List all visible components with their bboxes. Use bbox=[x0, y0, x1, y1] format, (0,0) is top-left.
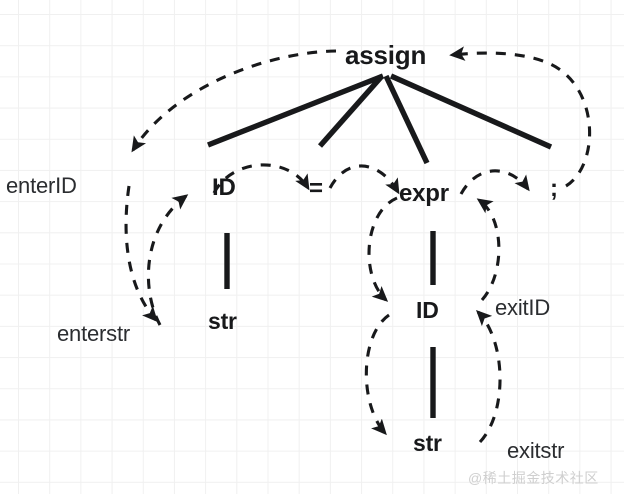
walk-arrow-enterID-to-enterstr bbox=[124, 185, 158, 323]
tree-edge-assign-id bbox=[207, 73, 384, 148]
walk-arrow-ID-to-equals bbox=[212, 163, 310, 194]
walk-arrow-equals-to-expr bbox=[328, 164, 400, 195]
walk-arrow-ID2-to-str2 bbox=[364, 313, 390, 436]
tree-edge-assign-equals bbox=[317, 74, 385, 148]
node-semicolon: ; bbox=[550, 175, 558, 202]
watermark: @稀土掘金技术社区 bbox=[468, 470, 599, 486]
node-assign: assign bbox=[345, 40, 427, 70]
walk-arrow-semicolon-to-assign bbox=[449, 46, 592, 188]
tree-edges bbox=[207, 73, 553, 418]
walk-arrow-expr-to-ID2 bbox=[367, 196, 398, 302]
walk-arrow-exitID-to-expr bbox=[476, 198, 501, 302]
tree-edge-assign-semicolon bbox=[389, 73, 553, 150]
walk-arrow-assign-to-enterID bbox=[131, 49, 337, 153]
node-equals: = bbox=[309, 175, 323, 202]
node-id-left: ID bbox=[212, 174, 236, 201]
walk-arrows bbox=[124, 46, 592, 444]
walk-arrow-expr-to-semicolon bbox=[459, 169, 530, 195]
event-label-enterstr: enterstr bbox=[57, 321, 130, 346]
event-label-exitid: exitID bbox=[495, 295, 551, 320]
tree-edge-assign-expr bbox=[383, 74, 430, 165]
node-expr: expr bbox=[399, 180, 449, 207]
node-id-right: ID bbox=[416, 297, 439, 323]
event-label-exitstr: exitstr bbox=[507, 438, 565, 463]
node-str-right: str bbox=[413, 430, 442, 456]
walk-arrow-enterstr-to-ID bbox=[146, 194, 189, 326]
event-label-enterid: enterID bbox=[6, 173, 77, 198]
node-str-left: str bbox=[208, 308, 237, 334]
walk-arrow-exitstr-to-ID2 bbox=[476, 310, 502, 444]
